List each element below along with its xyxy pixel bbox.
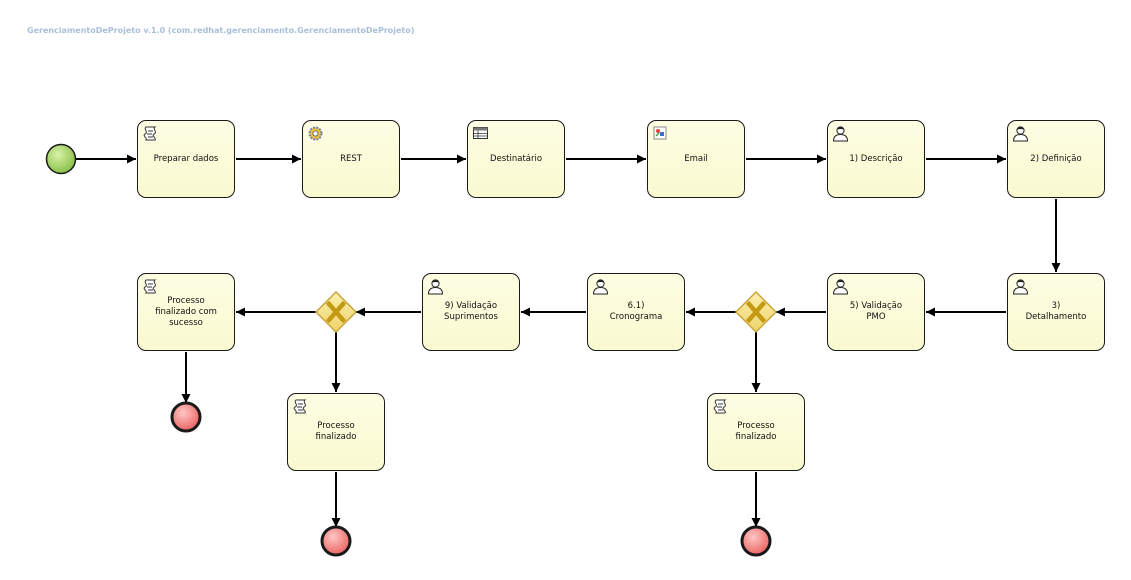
task-label: 1) Descrição xyxy=(849,153,903,164)
task-validacao-suprimentos[interactable]: 9) Validação Suprimentos xyxy=(422,273,520,351)
user-icon xyxy=(1012,125,1029,142)
user-icon xyxy=(832,278,849,295)
task-processo-finalizado-1[interactable]: Processo finalizado xyxy=(287,393,385,471)
task-descricao[interactable]: 1) Descrição xyxy=(827,120,925,198)
email-icon xyxy=(652,125,669,142)
task-label: 6.1) Cronograma xyxy=(609,301,663,322)
exclusive-gateway-1[interactable] xyxy=(314,290,358,334)
script-icon xyxy=(292,398,309,415)
user-icon xyxy=(1012,278,1029,295)
x-marker-icon xyxy=(325,300,347,324)
sequence-flows xyxy=(76,154,1061,527)
user-icon xyxy=(427,278,444,295)
task-processo-finalizado-com-sucesso[interactable]: Processo finalizado com sucesso xyxy=(137,273,235,351)
task-email[interactable]: Email xyxy=(647,120,745,198)
table-icon xyxy=(472,125,489,142)
end-event-finalizado-1[interactable] xyxy=(320,525,352,557)
task-label: 2) Definição xyxy=(1030,153,1082,164)
task-cronograma[interactable]: 6.1) Cronograma xyxy=(587,273,685,351)
script-icon xyxy=(142,125,159,142)
task-label: 9) Validação Suprimentos xyxy=(444,301,498,322)
end-event-sucesso[interactable] xyxy=(170,401,202,433)
task-label: Processo finalizado xyxy=(315,421,357,442)
task-rest[interactable]: REST xyxy=(302,120,400,198)
task-destinatario[interactable]: Destinatário xyxy=(467,120,565,198)
task-label: Email xyxy=(684,153,708,164)
task-label: REST xyxy=(340,153,362,164)
script-icon xyxy=(142,278,159,295)
task-label: 5) Validação PMO xyxy=(849,301,903,322)
user-icon xyxy=(592,278,609,295)
task-validacao-pmo[interactable]: 5) Validação PMO xyxy=(827,273,925,351)
task-label: Destinatário xyxy=(489,153,543,164)
task-definicao[interactable]: 2) Definição xyxy=(1007,120,1105,198)
task-preparar-dados[interactable]: Preparar dados xyxy=(137,120,235,198)
task-label: Processo finalizado xyxy=(735,421,777,442)
task-label: Processo finalizado com sucesso xyxy=(155,295,217,328)
x-marker-icon xyxy=(745,300,767,324)
task-label: Preparar dados xyxy=(153,153,219,164)
exclusive-gateway-2[interactable] xyxy=(734,290,778,334)
end-event-finalizado-2[interactable] xyxy=(740,525,772,557)
script-icon xyxy=(712,398,729,415)
task-label: 3) Detalhamento xyxy=(1025,301,1087,322)
task-detalhamento[interactable]: 3) Detalhamento xyxy=(1007,273,1105,351)
service-gear-icon xyxy=(307,125,324,142)
process-title: GerenciamentoDeProjeto v.1.0 (com.redhat… xyxy=(27,26,415,35)
user-icon xyxy=(832,125,849,142)
start-event[interactable] xyxy=(45,143,77,175)
task-processo-finalizado-2[interactable]: Processo finalizado xyxy=(707,393,805,471)
